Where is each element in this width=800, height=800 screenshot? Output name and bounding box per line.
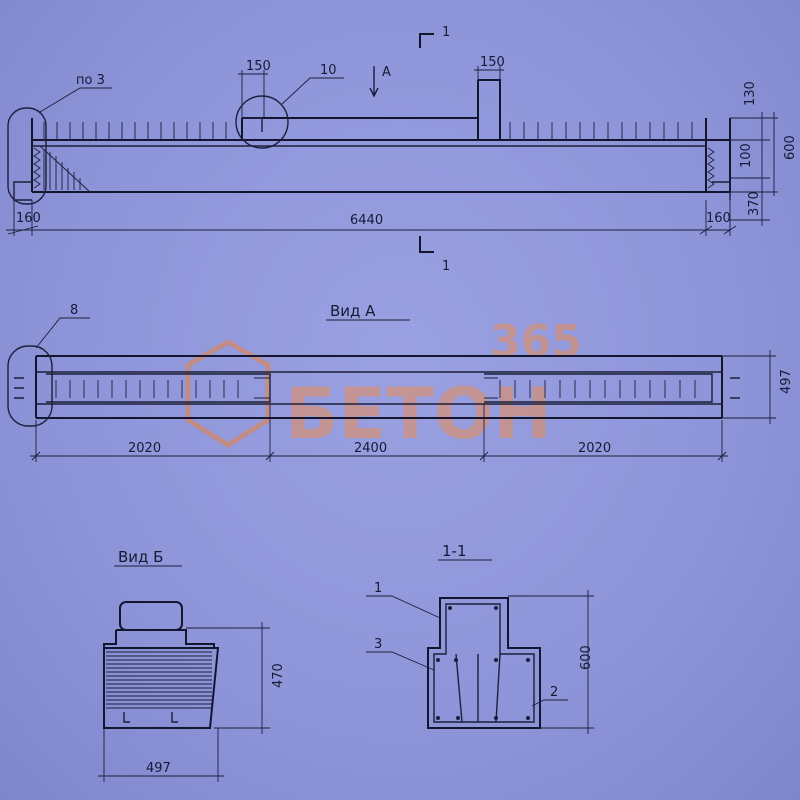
dim-130: 130	[743, 81, 758, 106]
callout-detail-leader	[281, 77, 344, 105]
callout-left-label: по 3	[76, 73, 105, 88]
plan-ticks-left	[55, 380, 239, 398]
dim-100: 100	[739, 143, 754, 168]
plan-ticks-right	[499, 380, 696, 398]
callout-2-leader	[531, 699, 568, 707]
dim-370: 370	[747, 191, 762, 216]
view-b-dim-470-lines	[186, 622, 270, 734]
section-mark-bottom	[419, 236, 434, 253]
elevation-view: по 3 10 А 1 1 150 150 130 100 370 600 16…	[6, 25, 798, 274]
section-title: 1-1	[442, 542, 467, 560]
section-inner-bars	[455, 653, 501, 723]
callout-1-leader	[366, 595, 441, 619]
callout-left-leader	[39, 87, 112, 113]
view-a-arrow-icon	[369, 66, 379, 98]
dim-150-left-lines	[238, 70, 268, 118]
dim-600-section: 600	[579, 645, 594, 670]
view-b-top-cap	[119, 601, 183, 631]
view-b-anchors	[123, 712, 178, 723]
section-bar-dot	[454, 658, 458, 662]
dim-497-plan: 497	[779, 369, 794, 394]
plan-outline	[35, 355, 723, 419]
beam-outline	[31, 79, 731, 193]
section-bar-dot	[436, 658, 440, 662]
right-support	[712, 181, 731, 200]
dim-2020-left: 2020	[128, 441, 161, 456]
section-bar-dot	[456, 716, 460, 720]
section-bar-dot	[494, 658, 498, 662]
section-reinforcement	[433, 603, 535, 723]
view-a-arrow-label: А	[382, 65, 391, 80]
view-a: Вид А 8 2020 2400 2020 497	[7, 302, 794, 462]
plan-end-loops-left	[14, 377, 24, 399]
callout-1-label: 1	[374, 581, 382, 596]
dim-2020-right: 2020	[578, 441, 611, 456]
section-bar-dot	[448, 606, 452, 610]
dim-right-lines	[730, 112, 778, 226]
stirrups-right	[509, 122, 693, 140]
callout-8-leader	[35, 317, 90, 349]
plan-dim-lines	[30, 404, 728, 462]
callout-8-ellipse	[7, 345, 53, 427]
view-b: Вид Б 470 497	[98, 548, 286, 782]
dim-bottom-lines	[6, 200, 737, 236]
dim-150-left: 150	[246, 59, 271, 74]
section-dim-600-lines	[508, 590, 594, 734]
section-bar-dot	[526, 716, 530, 720]
section-mark-bottom-label: 1	[442, 259, 450, 274]
plan-dim-497-lines	[722, 350, 776, 424]
view-b-body	[103, 629, 220, 729]
section-bar-dot	[526, 658, 530, 662]
detail-step	[242, 117, 263, 132]
view-b-dim-497-lines	[98, 728, 224, 782]
left-zigzag	[33, 147, 41, 189]
left-haunch-hatch	[39, 145, 91, 193]
callout-3-label: 3	[374, 637, 382, 652]
dim-497-view-b: 497	[146, 761, 171, 776]
watermark-bottom-text: БЕТОН	[285, 373, 552, 455]
stirrups-left	[43, 122, 227, 140]
plan-end-loops-right	[730, 377, 740, 399]
callout-2-label: 2	[550, 685, 558, 700]
section-bar-dot	[494, 606, 498, 610]
dim-470: 470	[271, 663, 286, 688]
dim-160-right: 160	[706, 211, 731, 226]
callout-detail-circle	[235, 95, 289, 149]
dim-600: 600	[783, 135, 798, 160]
dim-150-right-lines	[474, 66, 504, 80]
watermark: 365 БЕТОН	[185, 316, 582, 455]
plan-zone-caps	[254, 377, 498, 399]
dim-6440: 6440	[350, 213, 383, 228]
watermark-top-text: 365	[490, 316, 582, 367]
left-support	[13, 181, 32, 201]
right-zigzag	[707, 147, 715, 189]
dim-160-left: 160	[16, 211, 41, 226]
watermark-hexagon-icon	[185, 339, 271, 448]
dim-150-right: 150	[480, 55, 505, 70]
section-bar-dots	[436, 606, 530, 720]
section-1-1: 1-1 1 3 2 600	[366, 542, 594, 734]
view-a-title: Вид А	[330, 302, 376, 320]
callout-detail-label: 10	[320, 63, 337, 78]
section-bar-dot	[436, 716, 440, 720]
dim-2400: 2400	[354, 441, 387, 456]
plan-stirrup-zones	[46, 373, 713, 403]
callout-3-leader	[366, 651, 435, 671]
view-b-title: Вид Б	[118, 548, 163, 566]
callout-left-ellipse	[7, 107, 47, 205]
section-mark-top	[419, 33, 434, 48]
view-b-hatch	[106, 651, 212, 709]
section-outline	[427, 597, 541, 729]
callout-8-label: 8	[70, 303, 78, 318]
section-bar-dot	[494, 716, 498, 720]
plan-inner-lines	[36, 371, 722, 405]
section-mark-top-label: 1	[442, 25, 450, 40]
